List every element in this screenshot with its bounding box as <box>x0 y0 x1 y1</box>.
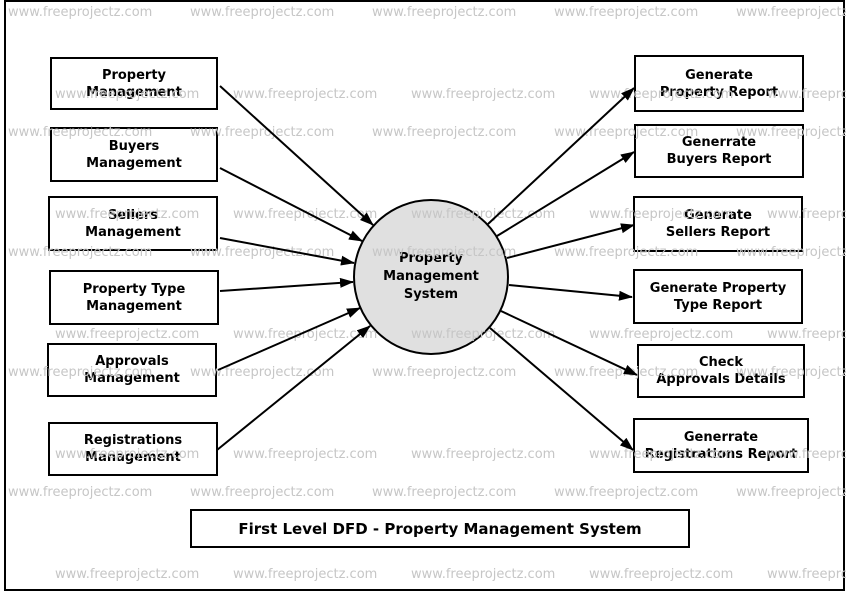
process-circle: Property Management System <box>353 199 509 355</box>
entity-box-left-2: Buyers Management <box>50 127 218 182</box>
entity-box-left-4: Property Type Management <box>49 270 219 325</box>
entity-label: Property Type Management <box>82 281 186 314</box>
entity-label: Generate Sellers Report <box>665 208 771 240</box>
entity-label: Registrations Management <box>83 433 183 465</box>
entity-box-right-4: Generate Property Type Report <box>633 269 803 324</box>
entity-label: Approvals Management <box>84 354 180 386</box>
entity-label: Generrate Registrations Report <box>644 429 798 462</box>
entity-box-left-6: Registrations Management <box>48 422 218 476</box>
entity-box-right-5: Check Approvals Details <box>637 344 805 398</box>
entity-label: Sellers Management <box>85 207 181 240</box>
entity-label: Buyers Management <box>86 138 182 171</box>
entity-box-right-1: Generate Property Report <box>634 55 804 112</box>
entity-label: Property Management <box>86 67 182 100</box>
diagram-border <box>4 0 845 591</box>
entity-label: Generate Property Report <box>659 67 779 100</box>
entity-label: Generrate Buyers Report <box>666 135 772 167</box>
entity-box-left-5: Approvals Management <box>47 343 217 397</box>
entity-box-right-2: Generrate Buyers Report <box>634 124 804 178</box>
diagram-title-box: First Level DFD - Property Management Sy… <box>190 509 690 548</box>
entity-box-left-1: Property Management <box>50 57 218 110</box>
process-label: Property Management System <box>383 251 479 302</box>
entity-box-right-6: Generrate Registrations Report <box>633 418 809 473</box>
entity-label: Check Approvals Details <box>656 355 786 387</box>
diagram-title: First Level DFD - Property Management Sy… <box>238 519 642 538</box>
entity-label: Generate Property Type Report <box>649 280 787 313</box>
entity-box-left-3: Sellers Management <box>48 196 218 251</box>
entity-box-right-3: Generate Sellers Report <box>633 196 803 252</box>
